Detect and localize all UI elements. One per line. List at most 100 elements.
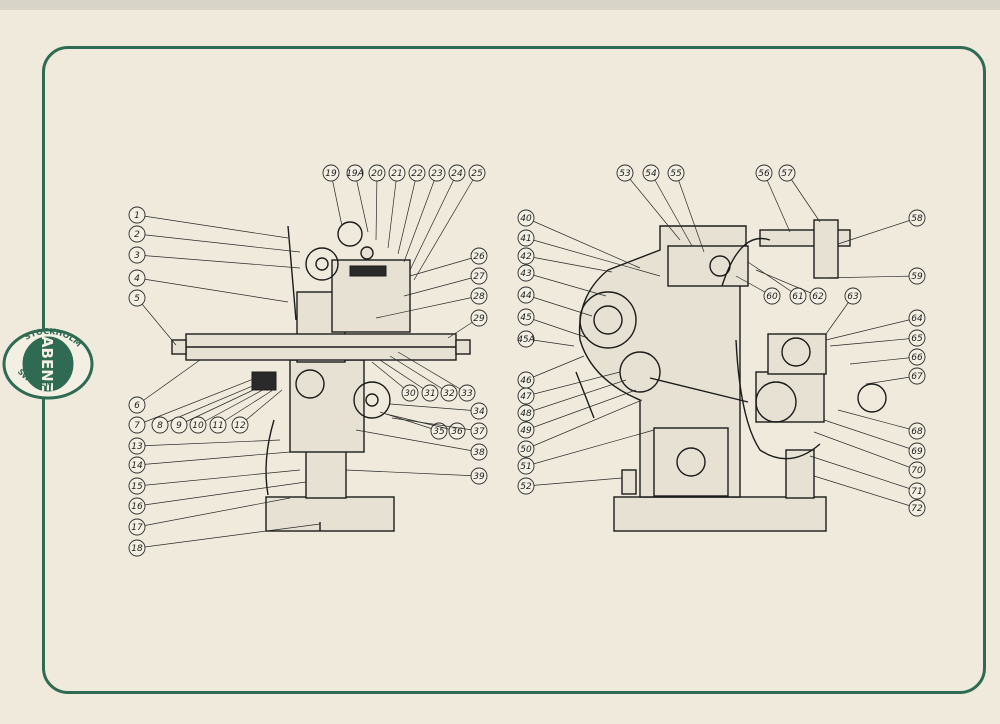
callout-circle [517, 308, 535, 326]
front-callout-23: 23 [403, 164, 446, 263]
callout-circle [346, 164, 364, 182]
leader-line [525, 255, 613, 273]
callout-circle [908, 367, 926, 385]
front-callout-31: 31 [379, 359, 439, 402]
side-callout-58: 58 [837, 209, 926, 245]
callout-number: 57 [781, 169, 793, 179]
callout-circle [517, 264, 535, 282]
callout-number: 28 [473, 292, 485, 302]
leader-line [403, 275, 480, 297]
leader-line [389, 403, 480, 412]
leader-line [837, 409, 918, 432]
front-callout-4: 4 [128, 269, 289, 303]
leader-line [525, 477, 623, 487]
leader-line [136, 469, 301, 487]
callout-circle [470, 267, 488, 285]
side-callout-42: 42 [517, 247, 613, 273]
front-callout-12: 12 [231, 389, 283, 434]
leader-line [525, 294, 593, 317]
callout-number: 48 [520, 409, 532, 419]
callout-number: 22 [411, 169, 423, 179]
side-callout-63: 63 [825, 287, 862, 335]
page-edge [0, 0, 1000, 10]
leader-line [409, 255, 480, 277]
callout-number: 71 [911, 487, 922, 497]
callout-number: 64 [911, 314, 923, 324]
callout-circle [908, 442, 926, 460]
callout-circle [908, 329, 926, 347]
callout-circle [128, 416, 146, 434]
side-callout-54: 54 [642, 164, 693, 247]
side-callout-69: 69 [823, 419, 926, 460]
front-callout-18: 18 [128, 523, 321, 557]
side-callout-47: 47 [517, 371, 621, 405]
callout-circle [128, 269, 146, 287]
front-callout-19A: 19A [346, 164, 369, 233]
callout-number: 5 [134, 294, 140, 304]
callout-circle [128, 225, 146, 243]
callout-number: 27 [473, 272, 485, 282]
side-callout-52: 52 [517, 477, 623, 495]
callout-circle [778, 164, 796, 182]
callout-number: 66 [911, 353, 923, 363]
side-callout-53: 53 [616, 164, 681, 241]
callout-number: 13 [131, 442, 143, 452]
callout-number: 46 [520, 376, 532, 386]
side-callout-72: 72 [813, 475, 926, 517]
callout-circle [470, 309, 488, 327]
leader-line [379, 359, 431, 394]
front-callout-33: 33 [397, 351, 476, 402]
callout-number: 72 [911, 504, 923, 514]
side-callout-67: 67 [865, 367, 926, 385]
callout-number: 31 [424, 389, 435, 399]
front-callout-14: 14 [128, 451, 291, 474]
callout-number: 52 [520, 482, 532, 492]
side-callout-51: 51 [517, 429, 655, 475]
front-callout-17: 17 [128, 497, 291, 536]
callout-circle [128, 497, 146, 515]
callout-circle [470, 247, 488, 265]
front-callout-35: 35 [379, 411, 448, 440]
front-callout-27: 27 [403, 267, 488, 297]
leader-line [813, 431, 918, 471]
front-callout-19: 19 [322, 164, 343, 227]
side-callout-70: 70 [813, 431, 926, 479]
callout-circle [128, 437, 146, 455]
callout-number: 9 [176, 421, 182, 431]
callout-number: 39 [473, 472, 485, 482]
callout-number: 2 [134, 230, 140, 240]
callout-number: 26 [473, 252, 485, 262]
callout-circle [128, 518, 146, 536]
callout-number: 41 [520, 234, 531, 244]
callout-number: 36 [451, 427, 463, 437]
front-callout-26: 26 [409, 247, 488, 277]
callout-circle [517, 286, 535, 304]
callout-circle [421, 384, 439, 402]
leader-line [525, 272, 607, 297]
abene-logo-badge: ABENE STOCKHOLM SWEDEN [2, 327, 94, 400]
callout-circle [458, 384, 476, 402]
callout-circle [322, 164, 340, 182]
callout-circle [128, 477, 146, 495]
leader-line [136, 451, 291, 466]
leader-line [136, 297, 177, 346]
side-view-milling-machine [575, 219, 887, 532]
front-callout-13: 13 [128, 437, 281, 455]
side-callout-48: 48 [517, 379, 627, 422]
callout-number: 40 [520, 214, 532, 224]
front-callout-21: 21 [387, 164, 406, 249]
leader-line [413, 172, 478, 281]
callout-circle [517, 330, 535, 348]
callout-number: 51 [520, 462, 531, 472]
callout-circle [470, 402, 488, 420]
callout-number: 19 [325, 169, 337, 179]
callout-number: 43 [520, 269, 532, 279]
callout-circle [448, 164, 466, 182]
leader-line [786, 172, 821, 223]
callout-circle [368, 164, 386, 182]
callout-circle [517, 229, 535, 247]
leader-line [829, 337, 918, 347]
